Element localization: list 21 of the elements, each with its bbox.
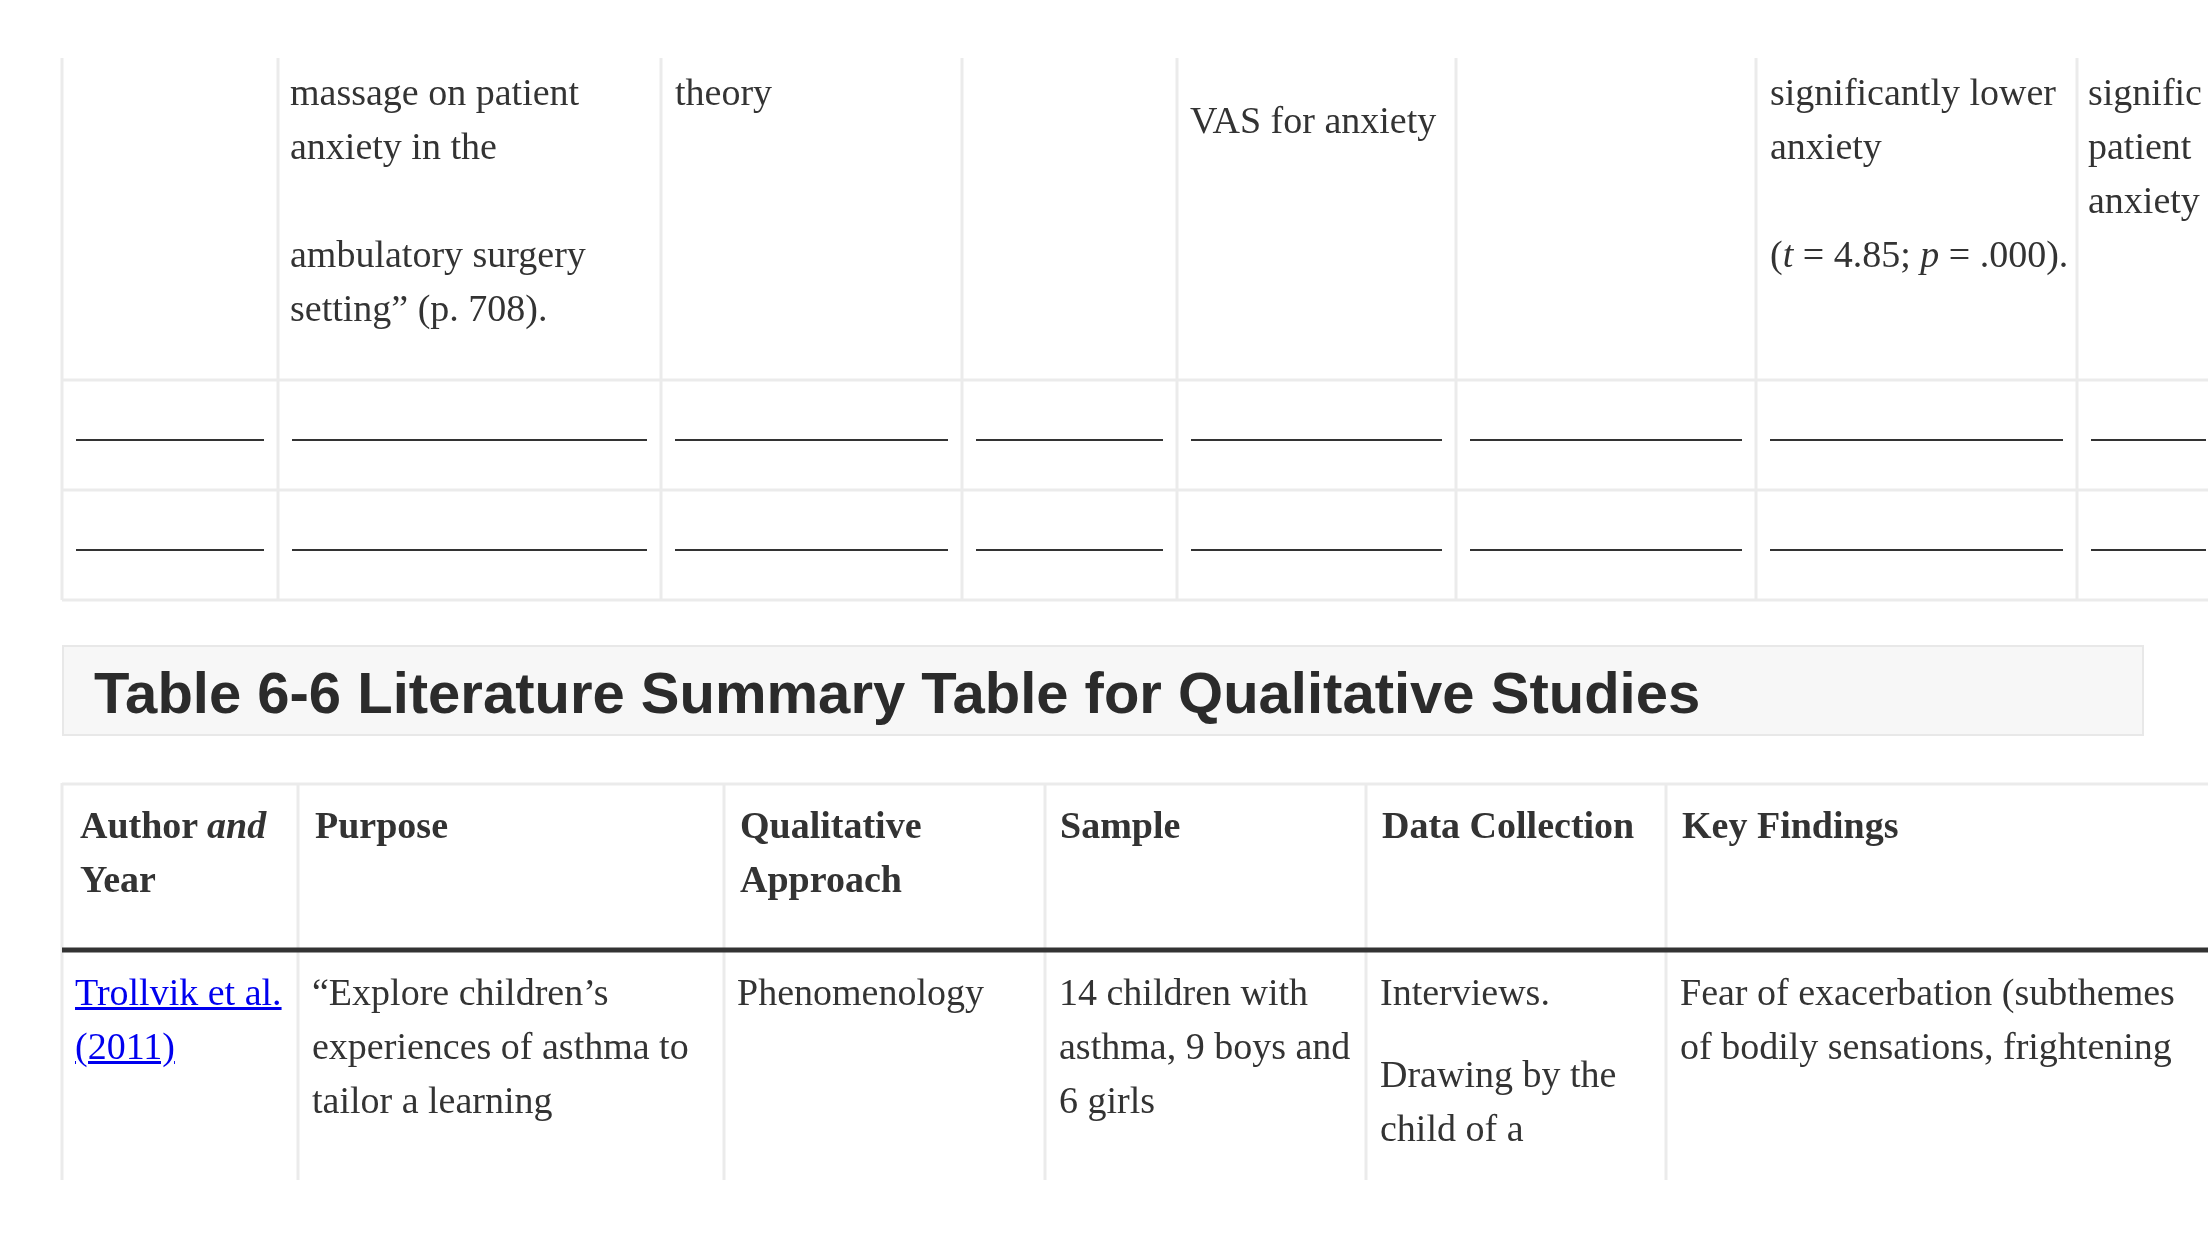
cell-text: signific patient anxiety [2088,70,2203,223]
column-header: Data Collection [1382,803,1636,848]
column-header: Key Findings [1682,803,1900,848]
cell-text: theory [675,70,774,115]
column-header: Author and Year [80,803,268,902]
column-header: Qualitative Approach [740,803,923,902]
cell-text: Interviews. [1380,970,1551,1015]
cell-text: ambulatory surgery setting” (p. 708). [290,232,587,331]
table-title: Table 6-6 Literature Summary Table for Qualitative Studies [94,661,1701,725]
cell-text: Drawing by the child of a [1380,1052,1618,1151]
column-header: Purpose [315,803,449,848]
cell-text: Fear of exacerbation (subthemes of bodily sensations, frightening [1680,970,2176,1069]
cell-text: (t = 4.85; p = .000). [1770,232,2070,277]
cell-text: VAS for anxiety [1190,98,1438,143]
cell-text: Phenomenology [737,970,985,1015]
cell-text: significantly lower anxiety [1770,70,2057,169]
cell-text: “Explore children’s experiences of asthma to tailor a learning [312,970,690,1123]
citation-link: Trollvik et al. (2011) [75,970,283,1069]
cell-text: massage on patient anxiety in the [290,70,581,169]
column-header: Sample [1060,803,1182,848]
cell-text: 14 children with asthma, 9 boys and 6 girls [1059,970,1352,1123]
